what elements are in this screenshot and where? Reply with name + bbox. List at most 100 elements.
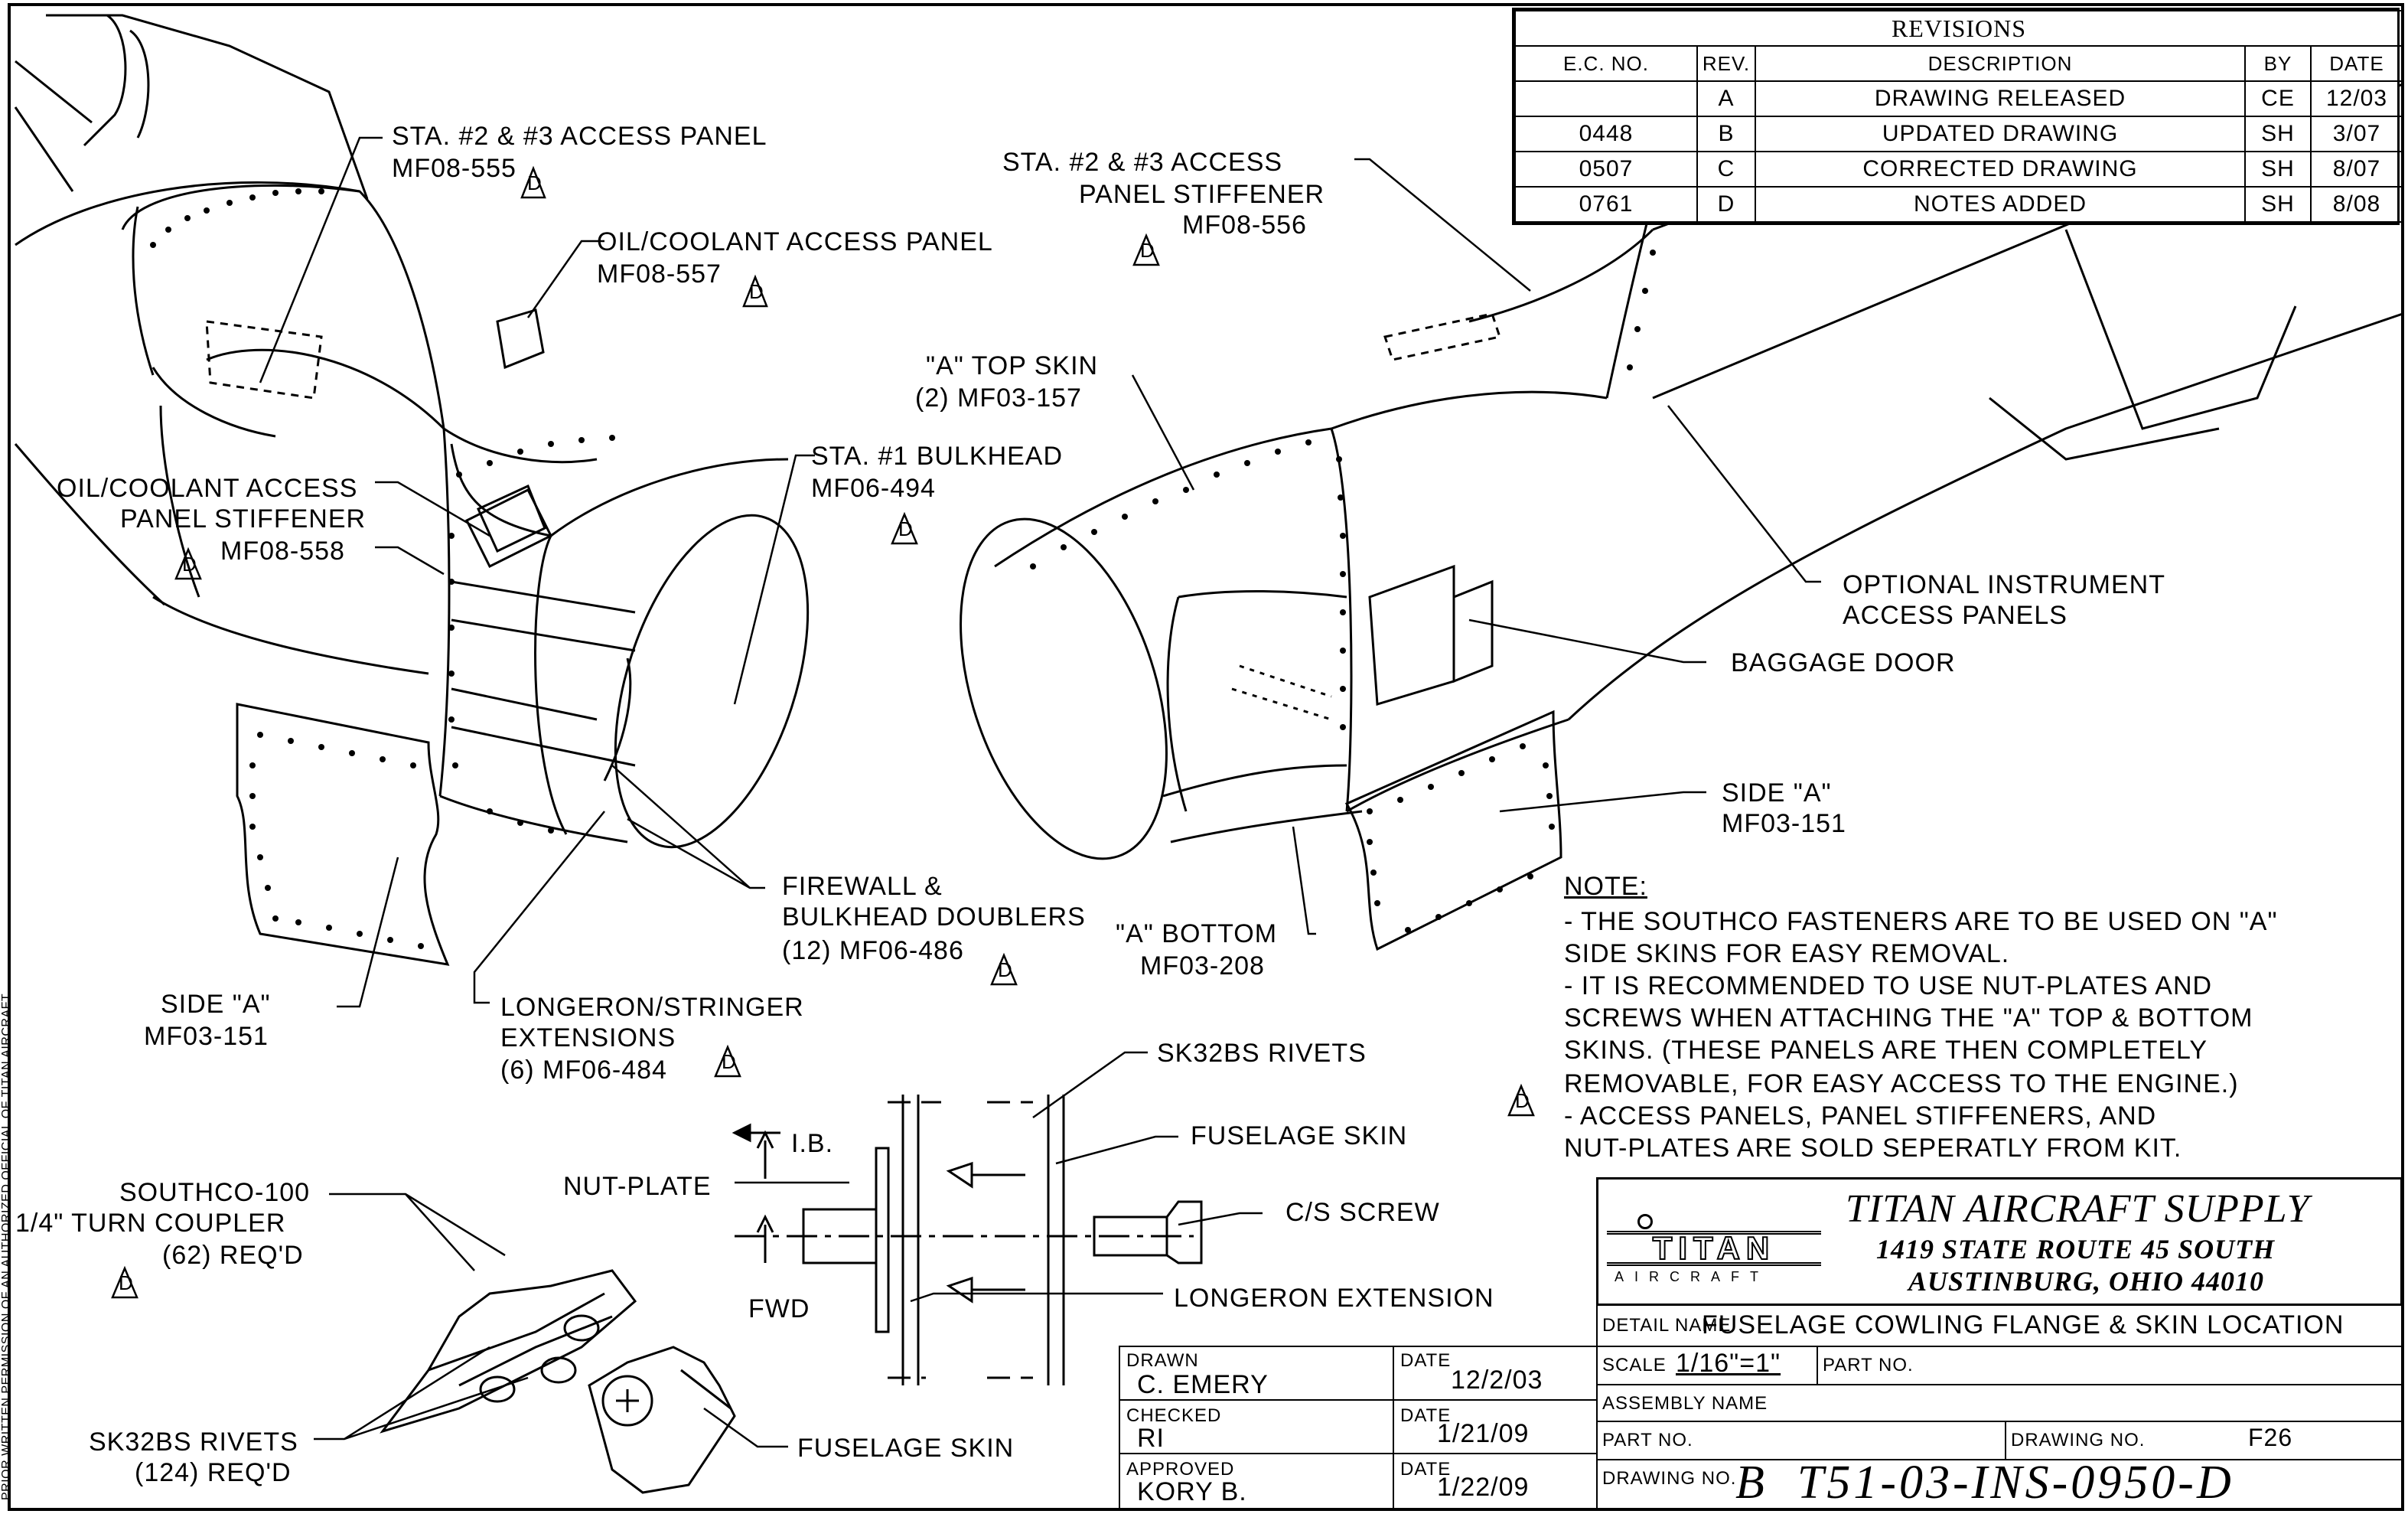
approved-date-cell [1393,1453,1598,1509]
callout-oil-stiffener: OIL/COOLANT ACCESS [57,474,358,503]
rev-cell: DRAWING RELEASED [1755,80,2246,117]
callout-bottom-skin: "A" BOTTOM [1116,919,1278,948]
revision-triangles [111,165,1535,1299]
logo-subtitle: AIRCRAFT [1615,1269,1769,1284]
part-no-label: PART NO. [1823,1355,1914,1375]
rev-tag: D [1140,239,1155,262]
leader-lines [259,136,1821,1448]
sheet-border [8,3,2404,1511]
table-row: 0507 C CORRECTED DRAWING SH 8/07 [1514,151,2403,188]
callout-oil-stiffener-part: MF08-558 [220,537,345,566]
rev-tag: D [119,1271,134,1294]
drawing-number-label: DRAWING NO. [1602,1468,1737,1489]
callout-sk32-rivets-qty-2: (124) REQ'D [135,1458,292,1487]
checked-label: CHECKED [1126,1405,1222,1426]
drawing-no-label: DRAWING NO. [2011,1430,2146,1450]
rev-cell: 0761 [1514,186,1698,223]
drawn-date-label: DATE [1400,1350,1452,1371]
titan-logo: TITAN AIRCRAFT [1607,1203,1829,1284]
scale-label: SCALE [1602,1355,1667,1375]
rev-cell: 0448 [1514,116,1698,152]
note-line: - ACCESS PANELS, PANEL STIFFENERS, AND [1564,1101,2157,1131]
callout-sta1: STA. #1 BULKHEAD [811,442,1064,471]
callout-optional-panels-2: ACCESS PANELS [1843,601,2067,630]
revisions-title: REVISIONS [1514,10,2403,47]
detail-name-label: DETAIL NAME [1602,1315,1732,1336]
callout-southco-qty: (62) REQ'D [162,1241,304,1270]
rev-tag: D [898,517,914,540]
checked-date-label: DATE [1400,1405,1452,1426]
rev-col-header: DESCRIPTION [1755,45,2246,82]
callout-sta23-panel-part: MF08-555 [392,154,516,183]
part-no-label-2: PART NO. [1602,1430,1693,1450]
callout-nut-plate: NUT-PLATE [563,1172,712,1201]
rev-col-header: DATE [2310,45,2403,82]
rev-cell: NOTES ADDED [1755,186,2246,223]
callout-baggage-door: BAGGAGE DOOR [1731,648,1956,677]
drawn-value: C. EMERY [1137,1370,1269,1399]
side-permission-note: PRIOR WRITTEN PERMISSION OF AN AUTHORIZE… [0,990,13,1500]
label-inboard: I.B. [791,1129,834,1158]
callout-side-a-right: SIDE "A" [1722,778,1832,808]
rev-cell: 0507 [1514,151,1698,188]
table-row: 0448 B UPDATED DRAWING SH 3/07 [1514,116,2403,152]
rev-tag: D [749,280,764,303]
approved-label: APPROVED [1126,1459,1235,1480]
callout-firewall-part: (12) MF06-486 [782,936,964,965]
callout-sta23-stiffener: STA. #2 & #3 ACCESS [1002,148,1283,177]
callout-side-a-left: SIDE "A" [161,990,271,1019]
callout-sk32-rivets-qty: SK32BS RIVETS [89,1428,298,1457]
rev-cell: B [1696,116,1756,152]
callout-oil-stiffener-2: PANEL STIFFENER [120,504,367,533]
note-line: REMOVABLE, FOR EASY ACCESS TO THE ENGINE… [1564,1069,2239,1098]
company-address-1: 1419 STATE ROUTE 45 SOUTH [1876,1234,2276,1264]
callout-sta23-panel: STA. #2 & #3 ACCESS PANEL [392,122,767,151]
drawn-date: 12/2/03 [1451,1366,1543,1395]
callout-sta23-stiffener-part: MF08-556 [1182,210,1307,240]
rev-tag: D [722,1050,737,1073]
detail-name-value: FUSELAGE COWLING FLANGE & SKIN LOCATION [1702,1310,2344,1339]
checked-date: 1/21/09 [1437,1419,1530,1448]
rev-cell: CE [2244,80,2312,117]
callout-oil-panel-part: MF08-557 [597,259,722,289]
note-line: - IT IS RECOMMENDED TO USE NUT-PLATES AN… [1564,971,2213,1000]
note-line: SCREWS WHEN ATTACHING THE "A" TOP & BOTT… [1564,1003,2253,1033]
rev-cell: SH [2244,116,2312,152]
revisions-table: REVISIONS E.C. NO. REV. DESCRIPTION BY D… [1512,8,2403,225]
callout-bottom-skin-part: MF03-208 [1140,951,1265,981]
approved-date-label: DATE [1400,1459,1452,1480]
callout-sk32-rivets: SK32BS RIVETS [1157,1039,1367,1068]
right-fuselage-illustration [960,44,2403,951]
note-line: NUT-PLATES ARE SOLD SEPERATLY FROM KIT. [1564,1134,2182,1163]
rev-cell: A [1696,80,1756,117]
rev-col-header: E.C. NO. [1514,45,1698,82]
rev-tag: D [998,958,1013,981]
callout-longeron-extension: LONGERON EXTENSION [1174,1284,1494,1313]
table-row: 0761 D NOTES ADDED SH 8/08 [1514,186,2403,223]
table-row: A DRAWING RELEASED CE 12/03 [1514,80,2403,117]
callout-side-a-right-part: MF03-151 [1722,809,1846,838]
left-fuselage-illustration [14,14,810,966]
callout-optional-panels: OPTIONAL INSTRUMENT [1843,570,2165,599]
approved-value: KORY B. [1137,1477,1247,1506]
rev-cell: 8/07 [2310,151,2403,188]
callout-longeron-part: (6) MF06-484 [500,1056,667,1085]
callout-fuselage-skin-2: FUSELAGE SKIN [797,1434,1015,1463]
joint-section-detail [732,1095,1203,1385]
drawing-no-value: F26 [2248,1424,2293,1451]
label-forward: FWD [748,1294,810,1323]
notes-heading: NOTE: [1564,872,1647,901]
callout-fuselage-skin: FUSELAGE SKIN [1191,1121,1408,1150]
approved-date: 1/22/09 [1437,1473,1530,1502]
callout-cs-screw: C/S SCREW [1285,1198,1440,1227]
callout-longeron: LONGERON/STRINGER [500,993,804,1022]
drawn-label: DRAWN [1126,1350,1199,1371]
rev-col-header: REV. [1696,45,1756,82]
callout-firewall-2: BULKHEAD DOUBLERS [782,902,1086,932]
callout-top-skin: "A" TOP SKIN [926,351,1099,380]
callout-sta23-stiffener-2: PANEL STIFFENER [1079,180,1325,209]
company-name: TITAN AIRCRAFT SUPPLY [1846,1187,2310,1231]
rev-cell: D [1696,186,1756,223]
note-line: SKINS. (THESE PANELS ARE THEN COMPLETELY [1564,1036,2208,1065]
